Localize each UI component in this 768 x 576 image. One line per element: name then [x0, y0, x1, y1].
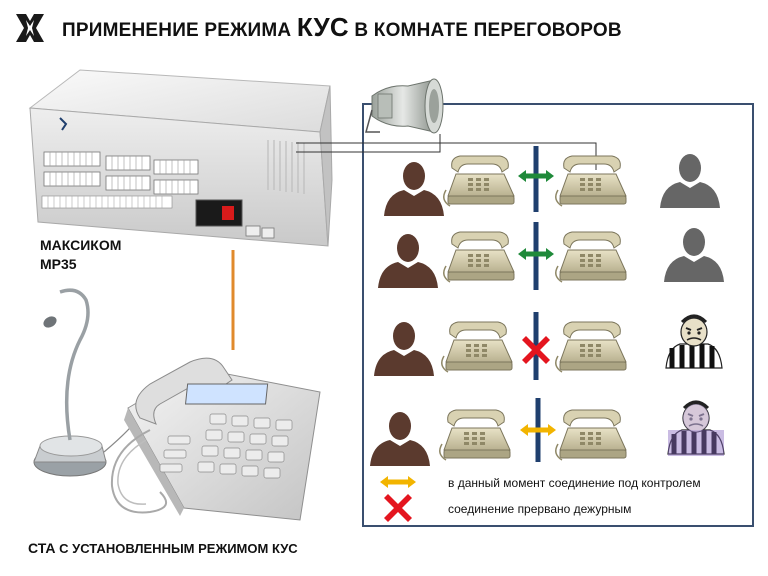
desk-phone-icon: [441, 321, 513, 373]
title-emphasis: КУС: [296, 12, 349, 42]
desk-phone-icon: [555, 155, 627, 207]
conference-microphone: [33, 288, 141, 477]
system-telephone: [110, 357, 321, 521]
page-title: ПРИМЕНЕНИЕ РЕЖИМА КУС В КОМНАТЕ ПЕРЕГОВО…: [62, 12, 622, 43]
participant-right-person-icon: [660, 154, 720, 208]
row-4: [370, 398, 724, 466]
desk-phone-icon: [555, 231, 627, 283]
legend-monitored-text: в данный момент соединение под контролем: [448, 476, 701, 490]
participant-left-person-icon: [370, 412, 430, 466]
pbx-label-line-2: MP35: [40, 256, 77, 272]
participant-left-person-icon: [378, 234, 438, 288]
referee-black-icon: [666, 316, 722, 368]
station-label: СТА С УСТАНОВЛЕННЫМ РЕЖИМОМ КУС: [28, 540, 298, 556]
pbx-label: МАКСИКОМ MP35: [40, 236, 121, 274]
row-1: [384, 146, 720, 216]
pbx-label-line-1: МАКСИКОМ: [40, 237, 122, 253]
desk-phone-icon: [439, 409, 511, 461]
participant-left-person-icon: [384, 162, 444, 216]
pbx-line-to-speaker: [296, 134, 441, 153]
pbx-unit: [28, 69, 333, 247]
row-3: [374, 312, 722, 380]
title-part-2: В КОМНАТЕ ПЕРЕГОВОРОВ: [348, 20, 622, 41]
row-2: [378, 222, 724, 290]
legend-red-cross-icon: [384, 494, 412, 522]
title-part-1: ПРИМЕНЕНИЕ РЕЖИМА: [62, 20, 297, 41]
legend-interrupted-text: соединение прервано дежурным: [448, 502, 632, 516]
participant-right-person-icon: [664, 228, 724, 282]
participant-left-person-icon: [374, 322, 434, 376]
pbx-line-to-phone: [296, 142, 597, 170]
desk-phone-icon: [555, 409, 627, 461]
desk-phone-icon: [443, 155, 515, 207]
desk-phone-icon: [443, 231, 515, 283]
station-label-emphasis: СТА: [28, 540, 56, 556]
station-label-rest: С УСТАНОВЛЕННЫМ РЕЖИМОМ КУС: [55, 541, 298, 556]
company-logo: [16, 14, 44, 42]
referee-purple-icon: [668, 402, 724, 456]
desk-phone-icon: [555, 321, 627, 373]
loudspeaker-icon: [365, 78, 444, 134]
legend-yellow-arrow-icon: [380, 476, 416, 488]
